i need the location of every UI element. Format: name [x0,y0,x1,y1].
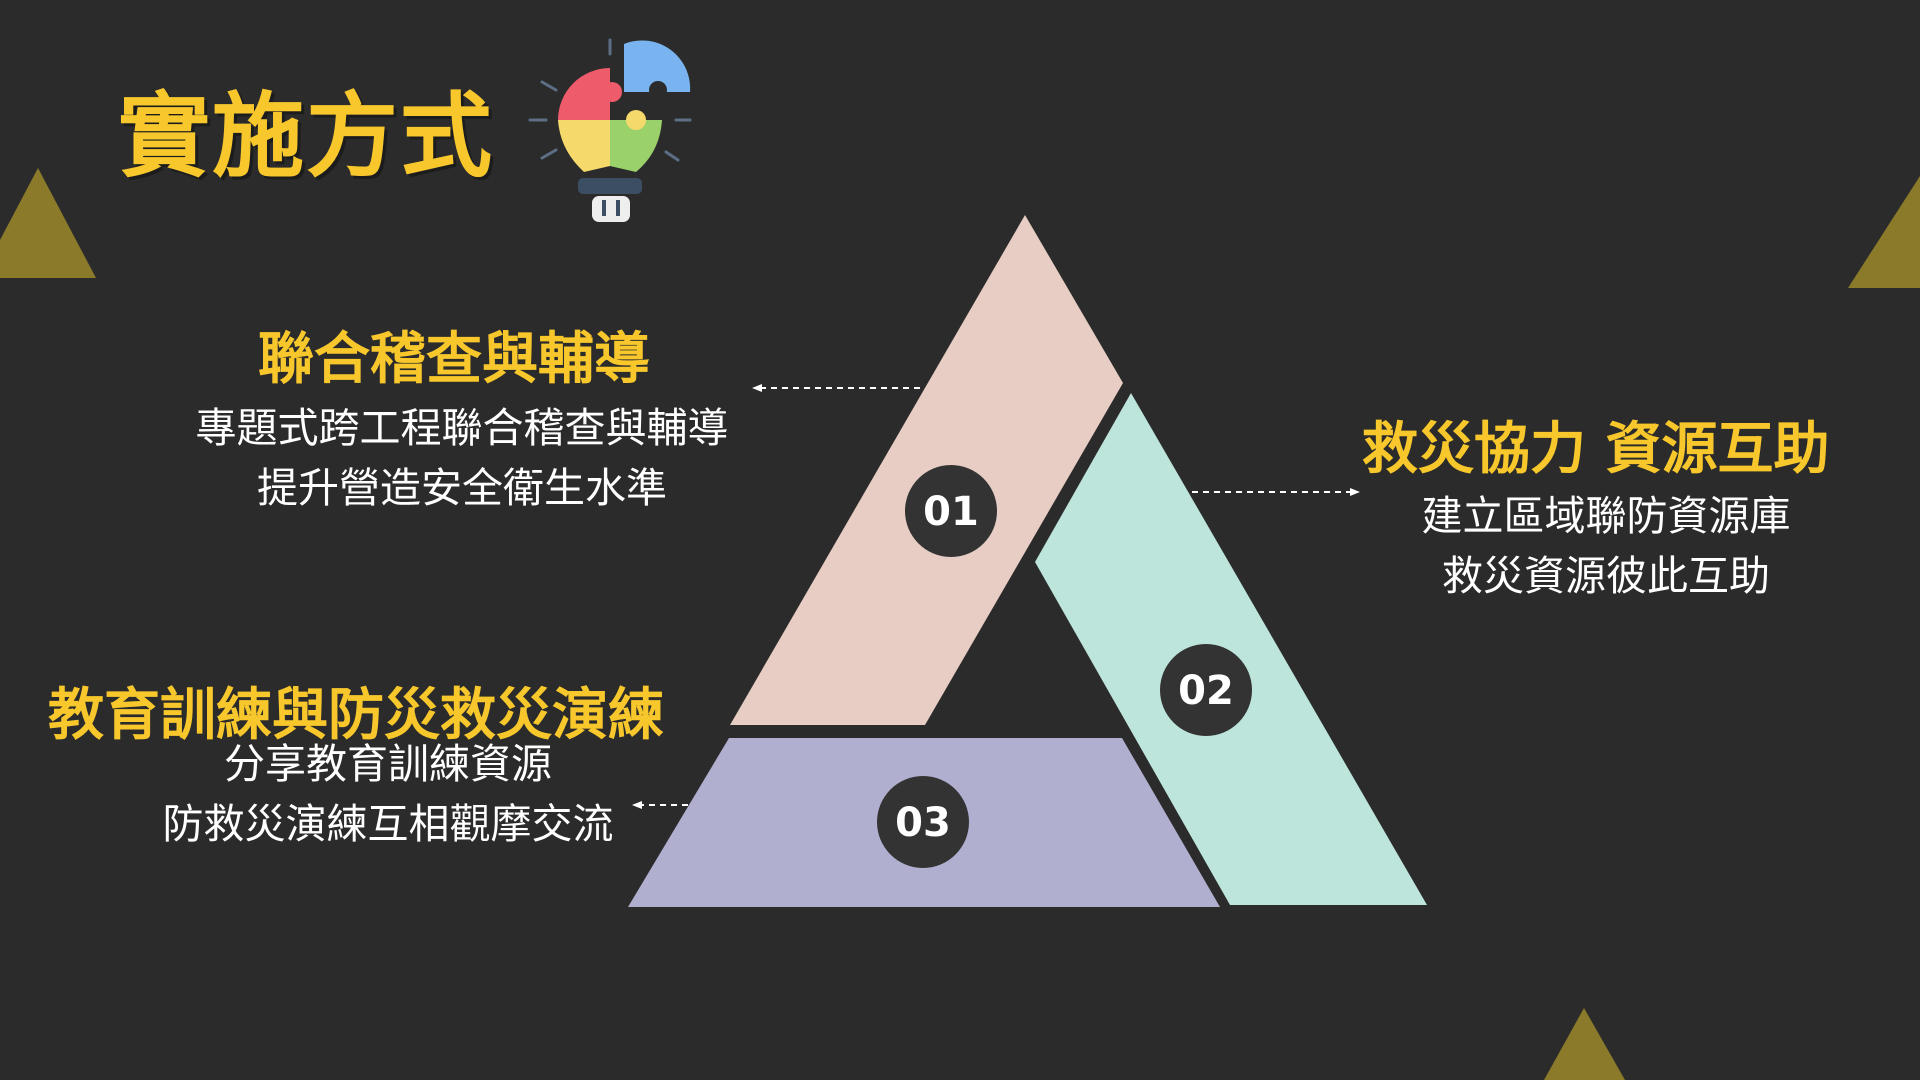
badge-02: 02 [1160,644,1252,736]
section-01-heading: 聯合稽查與輔導 [258,327,650,392]
segment-01 [730,215,1123,725]
corner-triangle-bottom [1544,1008,1625,1080]
section-01-line-2: 提升營造安全衛生水準 [257,464,667,512]
page-title: 實施方式 [118,83,495,190]
badge-01-label: 01 [923,489,979,535]
section-03-line-2: 防救災演練互相觀摩交流 [162,800,614,848]
badge-03-label: 03 [895,800,951,846]
section-02-line-2: 救災資源彼此互助 [1442,552,1770,600]
section-02-description: 建立區域聯防資源庫 救災資源彼此互助 [1386,486,1826,606]
corner-triangle-left [0,168,96,278]
section-01-line-1: 專題式跨工程聯合稽查與輔導 [195,404,729,452]
segment-02 [1035,393,1427,905]
section-01-description: 專題式跨工程聯合稽查與輔導 提升營造安全衛生水準 [182,398,742,518]
section-03-description: 分享教育訓練資源 防救災演練互相觀摩交流 [148,734,628,854]
badge-03: 03 [877,776,969,868]
section-02-line-1: 建立區域聯防資源庫 [1421,492,1791,540]
corner-triangle-right [1848,176,1920,288]
section-03-heading: 教育訓練與防災救災演練 [48,683,664,748]
puzzle-lightbulb-icon [528,38,692,222]
badge-01: 01 [905,465,997,557]
badge-02-label: 02 [1178,668,1234,714]
section-03-line-1: 分享教育訓練資源 [224,740,552,788]
section-02-heading: 救災協力 資源互助 [1362,417,1830,482]
